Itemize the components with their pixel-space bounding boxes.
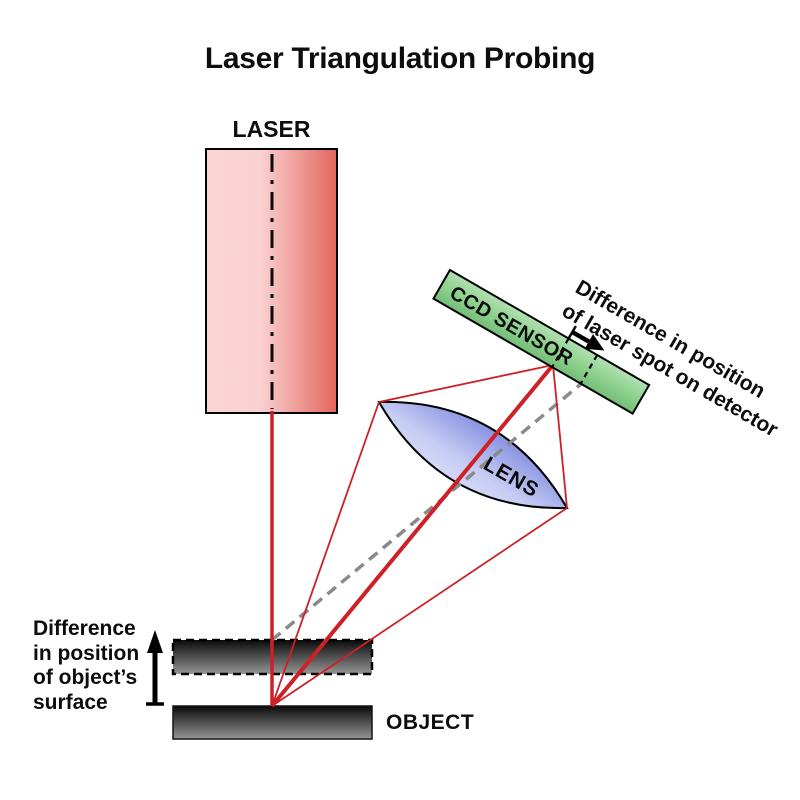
chief-ray-thick [270,363,555,708]
sensor-shift-arrow-shaft [571,330,590,344]
ray-object-to-lens-right [271,507,568,707]
sensor-arrow-base-tick [567,325,577,340]
ghost-ray-dashed [270,382,583,642]
ccd-sensor-label: CCD SENSOR [446,282,577,370]
object-diff-annotation: Difference in position of object’s surfa… [33,617,139,715]
ray-lens-right-to-sensor [552,364,568,509]
object-diff-arrow-head [147,630,163,653]
ray-object-to-lens-left [271,401,380,707]
object-diff-line-1: Difference [33,617,136,640]
laser-label: LASER [232,116,311,142]
sensor-spot-mark-2 [579,354,599,385]
object-diff-line-4: surface [33,690,108,714]
page-title: Laser Triangulation Probing [204,42,596,75]
object-diff-line-3: of object’s [33,666,138,689]
ray-lens-left-to-sensor [378,364,554,403]
object-label: OBJECT [386,711,475,734]
ccd-sensor-body [432,268,651,415]
sensor-shift-arrow-head [584,334,605,351]
object-body [172,705,373,740]
object-diff-line-2: in position [33,641,140,665]
